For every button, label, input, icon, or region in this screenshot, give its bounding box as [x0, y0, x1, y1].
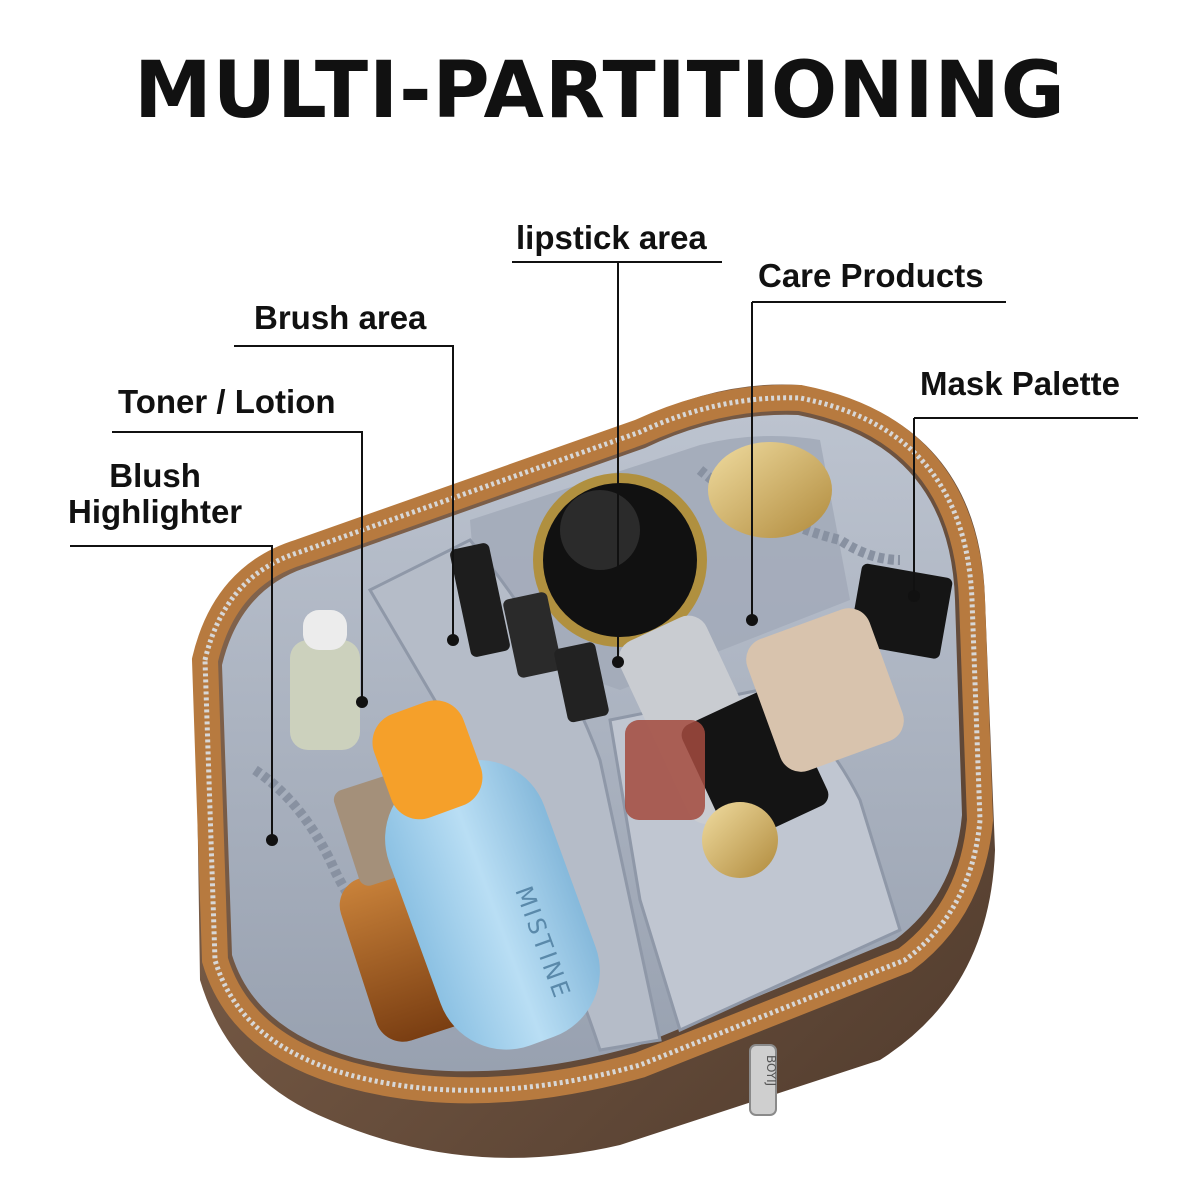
foundation-bottle: [746, 608, 904, 772]
mask-box: [849, 563, 953, 659]
items-inside: MISTINE: [290, 442, 953, 1050]
dropper-bottle: [290, 640, 360, 750]
callout-care-products: Care Products: [758, 257, 984, 294]
callout-blush-line1: Blush: [109, 457, 201, 494]
callout-blush-line2: Highlighter: [68, 493, 243, 531]
zipper-pull: BOYIJ: [749, 1044, 778, 1116]
callout-dots: [266, 590, 920, 846]
elastic-band-right: [696, 466, 901, 565]
callout-leader-lines: [70, 261, 1138, 838]
callout-blush-highlighter: Blush Highlighter: [68, 457, 243, 531]
elastic-band-left: [252, 765, 423, 965]
gold-perfume-cap: [702, 802, 778, 878]
headline: MULTI-PARTITIONING: [134, 46, 1066, 136]
lipstick-3: [554, 642, 609, 723]
callout-brush-area: Brush area: [254, 299, 427, 336]
zipper-track: [202, 395, 983, 1093]
perfume-bottle: [625, 720, 705, 820]
leader-brush: [234, 345, 454, 640]
leader-blush: [70, 545, 273, 838]
callout-toner-lotion: Toner / Lotion: [118, 383, 336, 420]
svg-text:BOYIJ: BOYIJ: [764, 1055, 778, 1086]
lipstick-1: [450, 543, 510, 657]
callout-lipstick-area: lipstick area: [516, 219, 707, 256]
leader-toner: [112, 431, 363, 700]
cushion-compact-highlight: [560, 490, 640, 570]
callout-mask-palette: Mask Palette: [920, 365, 1120, 402]
dropper-cap: [303, 610, 347, 650]
lipstick-2: [503, 592, 562, 678]
gold-jar: [708, 442, 832, 538]
blue-bottle: [385, 760, 600, 1050]
orange-cap: [372, 700, 483, 820]
